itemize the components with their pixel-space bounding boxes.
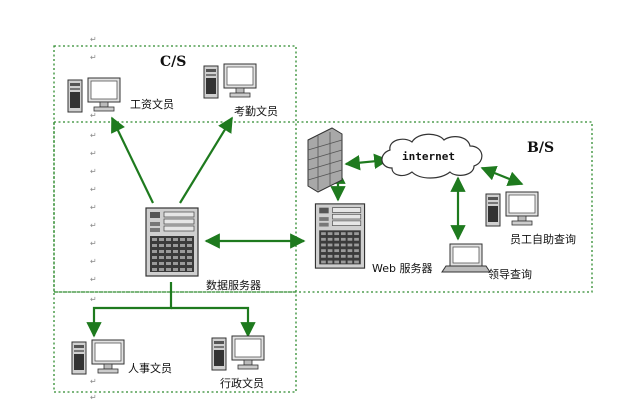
web-server-label: Web 服务器 [372, 262, 433, 275]
employee-self-query-label: 员工自助查询 [510, 233, 576, 246]
bs-region-border [53, 121, 593, 293]
margin-mark: ↵ [90, 53, 97, 62]
firewall-icon [307, 127, 343, 193]
link-data-server-lower-clerks [86, 282, 173, 338]
margin-mark: ↵ [90, 295, 97, 304]
leader-query-label: 领导查询 [488, 268, 532, 281]
margin-mark: ↵ [90, 393, 97, 402]
employee-query-pc-icon [485, 191, 539, 227]
margin-mark: ↵ [90, 203, 97, 212]
admin-clerk-pc-icon [211, 335, 265, 371]
margin-mark: ↵ [90, 167, 97, 176]
hr-clerk-pc-icon [71, 339, 125, 375]
margin-mark: ↵ [90, 131, 97, 140]
bs-section-label: B/S [527, 140, 555, 156]
attendance-clerk-pc-icon [203, 63, 257, 99]
link-firewall-internet [344, 153, 390, 171]
margin-mark: ↵ [90, 35, 97, 44]
margin-mark: ↵ [90, 257, 97, 266]
link-data-server-attendance [179, 116, 233, 204]
cs-section-label: C/S [160, 54, 187, 70]
margin-mark: ↵ [90, 221, 97, 230]
cs-region-border [53, 45, 297, 393]
margin-mark: ↵ [90, 149, 97, 158]
data-server-label: 数据服务器 [206, 279, 261, 292]
admin-clerk-label: 行政文员 [220, 377, 264, 390]
payroll-clerk-pc-icon [67, 77, 121, 113]
data-server-icon [145, 207, 199, 277]
margin-mark: ↵ [90, 377, 97, 386]
link-branch-admin [171, 306, 256, 338]
margin-mark: ↵ [90, 111, 97, 120]
web-server-icon [314, 203, 366, 269]
margin-mark: ↵ [90, 275, 97, 284]
leader-laptop-icon [441, 243, 491, 273]
internet-cloud-icon [381, 133, 483, 179]
margin-mark: ↵ [90, 239, 97, 248]
link-internet-employee-query [480, 165, 524, 187]
internet-label: internet [402, 150, 455, 163]
margin-mark: ↵ [90, 185, 97, 194]
hr-clerk-label: 人事文员 [128, 362, 172, 375]
link-data-server-payroll [111, 116, 154, 204]
attendance-clerk-label: 考勤文员 [234, 105, 278, 118]
payroll-clerk-label: 工资文员 [130, 98, 174, 111]
